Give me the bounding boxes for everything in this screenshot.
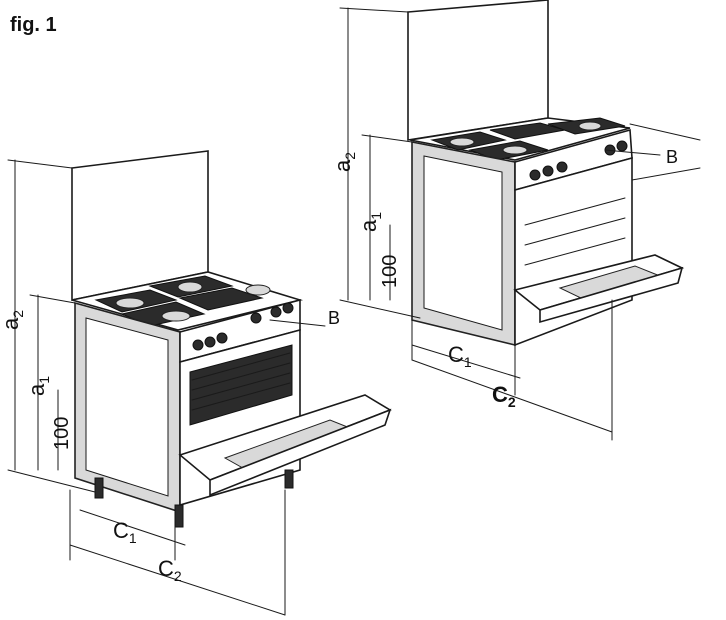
left-cooker-foot <box>94 477 104 499</box>
left-cooker-foot <box>174 504 184 528</box>
left-cooker-foot <box>284 469 294 489</box>
right-label-a2: a2 <box>330 152 358 172</box>
left-label-100: 100 <box>51 417 73 450</box>
right-label-a1: a1 <box>356 212 384 232</box>
right-label-b: B <box>666 147 678 167</box>
right-dimension-lines <box>339 7 701 441</box>
left-cooker-pan-supports <box>94 275 271 327</box>
right-cooker <box>407 0 685 347</box>
left-label-a1: a1 <box>24 376 52 396</box>
figure-title: fig. 1 <box>10 14 57 36</box>
left-dimension-lines <box>7 159 326 616</box>
left-cooker-knobs <box>192 302 294 351</box>
left-cooker <box>71 150 392 528</box>
left-label-c2: C2 <box>158 556 182 584</box>
right-cooker-lid <box>407 0 549 141</box>
right-cooker-oven-shelves <box>524 197 626 266</box>
left-label-c1: C1 <box>113 518 137 546</box>
right-label-100: 100 <box>379 255 401 288</box>
right-label-c2: C2 <box>492 382 516 410</box>
left-label-a2: a2 <box>0 310 26 330</box>
left-label-b: B <box>328 308 340 328</box>
right-label-c1: C1 <box>448 342 472 370</box>
left-cooker-oven-rack <box>189 344 293 426</box>
